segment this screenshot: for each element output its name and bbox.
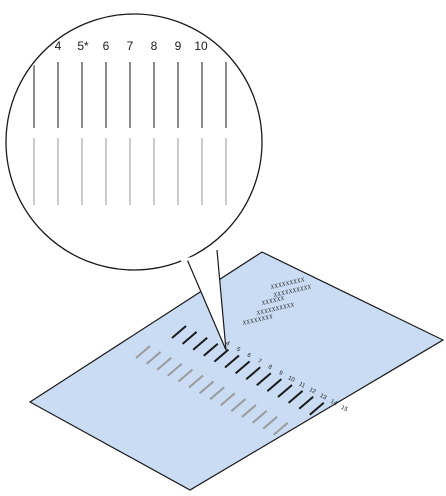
sheet-lower-line xyxy=(145,351,162,365)
sheet-upper-line xyxy=(213,348,230,363)
sheet-column-number: 14 xyxy=(329,399,338,408)
sheet-upper-line xyxy=(277,384,293,398)
sheet-column-number: 5 xyxy=(235,347,241,354)
sheet-upper-line xyxy=(192,337,208,351)
sheet-column-number: 4 xyxy=(225,341,231,348)
sheet-upper-line xyxy=(266,378,283,392)
sheet-lower-line xyxy=(167,362,183,377)
sheet-lower-line xyxy=(135,345,151,359)
sheet-column-number: 15 xyxy=(340,405,349,414)
paper-sheet xyxy=(28,251,445,491)
magnifier-pointer xyxy=(176,235,227,351)
sheet-upper-line xyxy=(234,360,251,375)
sheet-lower-line xyxy=(177,368,194,383)
magnified-column-number: 8 xyxy=(151,39,158,53)
magnified-column-number: 7 xyxy=(127,39,134,53)
sheet-column-number: 9 xyxy=(278,370,284,377)
magnified-column-number: 6 xyxy=(103,39,110,53)
magnified-column-number: 5* xyxy=(77,39,89,53)
sheet-upper-line xyxy=(287,390,304,404)
sheet-column-number: 6 xyxy=(246,352,252,359)
sheet-upper-line xyxy=(309,401,325,416)
sheet-column-number: 11 xyxy=(298,381,307,390)
magnified-column-number: 10 xyxy=(194,39,208,53)
sheet-upper-line xyxy=(224,354,240,369)
sheet-upper-line xyxy=(298,396,314,410)
sheet-column-number: 13 xyxy=(319,393,328,402)
sheet-upper-line xyxy=(181,331,198,345)
sheet-lower-line xyxy=(273,421,289,436)
magnified-lines xyxy=(33,62,227,205)
sheet-upper-line xyxy=(256,372,272,386)
sheet-lower-line xyxy=(251,410,268,424)
sheet-lower-line xyxy=(220,392,236,406)
sheet-alignment-lines xyxy=(135,325,325,436)
magnified-column-numbers: 4 5* 6 7 8 9 10 xyxy=(55,39,208,53)
sheet-column-number: 7 xyxy=(256,358,262,365)
sheet-column-number: 10 xyxy=(287,375,296,384)
sheet-lower-line xyxy=(198,380,215,395)
sheet-upper-line xyxy=(171,325,187,339)
magnified-column-number: 4 xyxy=(55,39,62,53)
sheet-lower-line xyxy=(156,357,172,371)
sheet-lower-line xyxy=(188,374,204,389)
sheet-lower-line xyxy=(209,386,225,401)
magnifier-pointer-seam xyxy=(180,254,214,262)
sheet-text-line: XXXXXX xyxy=(260,296,285,307)
magnifier-circle xyxy=(5,13,263,271)
sheet-upper-line xyxy=(245,366,261,381)
sheet-lower-line xyxy=(262,416,278,430)
magnified-column-number: 9 xyxy=(175,39,182,53)
sheet-upper-line xyxy=(203,342,219,357)
sheet-lower-line xyxy=(241,404,257,418)
sheet-column-number: 8 xyxy=(267,364,273,371)
sheet-column-number: 12 xyxy=(308,387,317,396)
sheet-lower-line xyxy=(230,398,247,412)
